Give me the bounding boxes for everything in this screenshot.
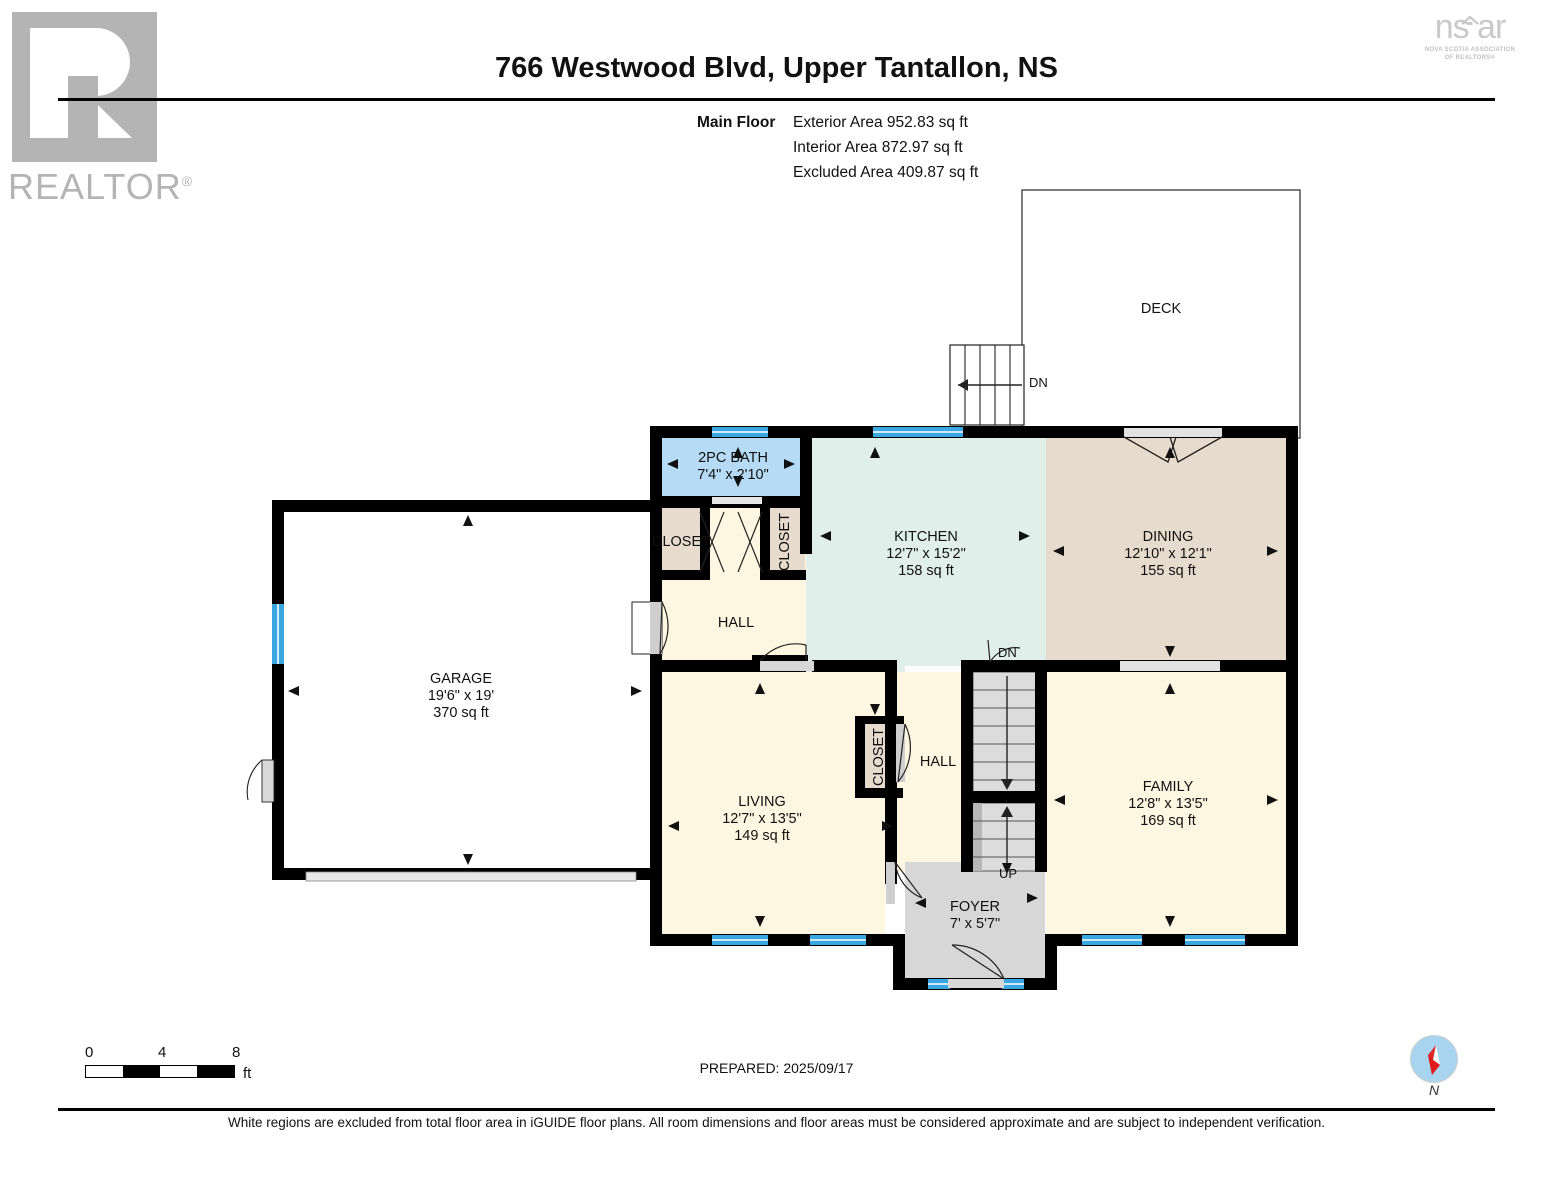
excluded-area: Excluded Area 409.87 sq ft [793, 164, 979, 181]
deck-stairs-dn-tag: DN [1029, 375, 1048, 390]
room-label-garage: GARAGE 19'6" x 19' 370 sq ft [427, 671, 495, 721]
windows [712, 427, 1245, 989]
scale-bar [85, 1065, 235, 1078]
kitchen-stairs-dn-tag: DN [998, 645, 1017, 660]
interior-area: Interior Area 872.97 sq ft [793, 139, 963, 156]
compass-rose [1410, 1035, 1458, 1083]
room-label-2pc-bath: 2PC BATH 7'4" x 2'10" [697, 450, 769, 483]
exterior-area: Exterior Area 952.83 sq ft [793, 114, 968, 131]
room-closet-1 [659, 508, 705, 576]
room-label-closet-3: CLOSET [871, 727, 887, 787]
garage-window-left [272, 604, 284, 664]
compass-needle-icon [1428, 1045, 1440, 1075]
room-family [1046, 672, 1286, 934]
floor-label: Main Floor [697, 114, 776, 131]
scale-label-8: 8 [232, 1044, 241, 1061]
room-label-kitchen: KITCHEN 12'7" x 15'2" 158 sq ft [886, 529, 966, 579]
nsar-word-text: ns ar [1434, 8, 1507, 46]
room-label-closet-1: CLOSET [651, 534, 711, 550]
footer-divider [58, 1108, 1495, 1111]
garage-door [305, 871, 637, 882]
room-label-family: FAMILY 12'8" x 13'5" 169 sq ft [1128, 779, 1208, 829]
walls [272, 426, 1298, 990]
room-label-dining: DINING 12'10" x 12'1" 155 sq ft [1124, 529, 1212, 579]
nsar-subtitle-line1: NOVA SCOTIA ASSOCIATION [1424, 47, 1516, 53]
room-2pc-bath [660, 438, 805, 496]
room-foyer [905, 862, 1045, 978]
compass-north-label: N [1428, 1082, 1440, 1098]
room-garage [272, 500, 650, 880]
room-label-hall-lower: HALL [919, 754, 957, 770]
realtor-word-text: REALTOR [8, 166, 182, 207]
disclaimer-text: White regions are excluded from total fl… [227, 1115, 1326, 1130]
doors [699, 428, 1223, 988]
nsar-subtitle: NOVA SCOTIA ASSOCIATION OF REALTORS® [1405, 46, 1535, 62]
scale-label-4: 4 [158, 1044, 167, 1061]
room-deck [1021, 189, 1301, 439]
room-label-hall-upper: HALL [717, 615, 755, 631]
room-dining [1046, 438, 1286, 666]
area-values: Exterior Area 952.83 sq ft Interior Area… [793, 110, 978, 185]
house-icon [1461, 15, 1479, 25]
nsar-subtitle-line2: OF REALTORS® [1444, 55, 1496, 61]
stairs-up-tag: UP [999, 866, 1018, 881]
scale-label-0: 0 [85, 1044, 94, 1061]
room-label-deck: DECK [1140, 301, 1182, 317]
dimension-arrows [288, 447, 1278, 927]
garage-side-door [246, 759, 275, 803]
realtor-r-icon [30, 28, 132, 138]
realtor-logo: REALTOR® [8, 8, 192, 208]
nsar-wordmark: ns ar [1405, 10, 1535, 44]
room-label-living: LIVING 12'7" x 13'5" 149 sq ft [722, 794, 802, 844]
room-closet-2 [765, 508, 805, 576]
room-living [659, 672, 885, 934]
scale-unit-label: ft [243, 1065, 252, 1082]
page-title: 766 Westwood Blvd, Upper Tantallon, NS [495, 52, 1058, 84]
deck-stairs [949, 344, 1025, 426]
realtor-registered-icon: ® [181, 173, 194, 189]
stairs-down [972, 671, 1042, 798]
garage-hall-door [631, 601, 669, 655]
prepared-date: PREPARED: 2025/09/17 [699, 1060, 854, 1076]
nsar-logo: ns ar NOVA SCOTIA ASSOCIATION OF REALTOR… [1405, 10, 1535, 72]
room-label-closet-2: CLOSET [777, 512, 793, 572]
header-divider [58, 98, 1495, 101]
realtor-wordmark: REALTOR® [8, 166, 193, 208]
stairs-up [972, 802, 1042, 872]
room-label-foyer: FOYER 7' x 5'7" [949, 899, 1001, 932]
